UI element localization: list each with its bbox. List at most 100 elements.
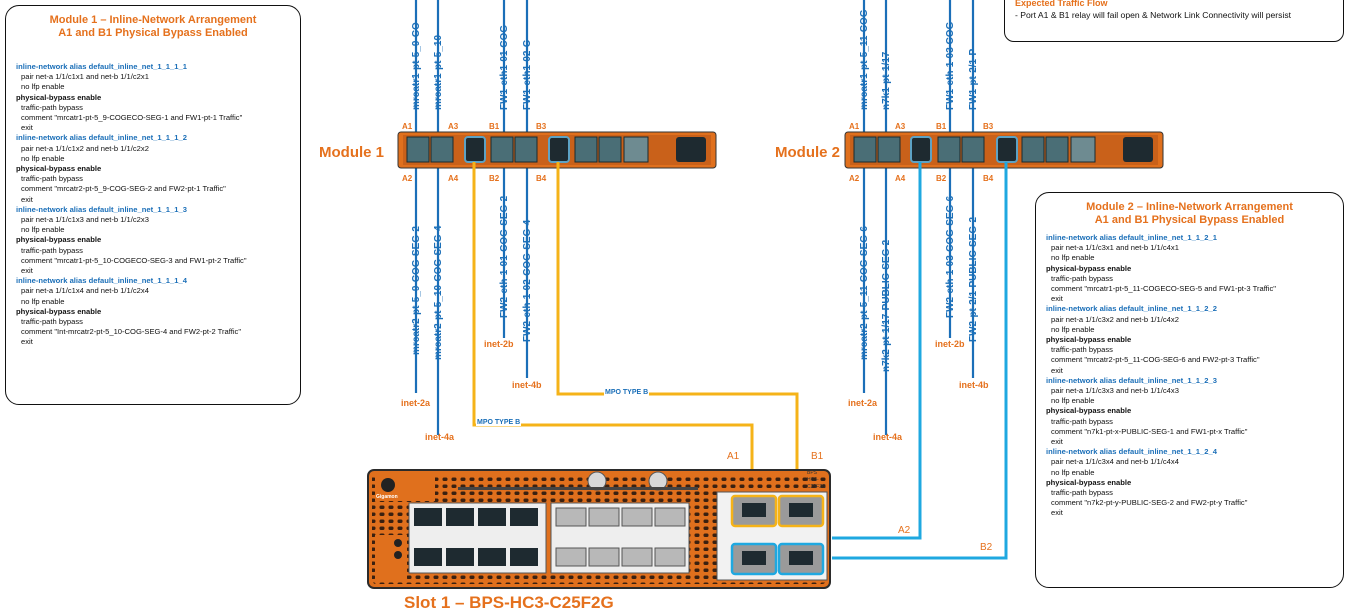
config-line-pair: pair net-a 1/1/c1x2 and net-b 1/1/c2x2 [21, 143, 149, 153]
config-line-comment: comment "mrcatr1-pt-5_9-COGECO-SEG-1 and… [21, 113, 243, 123]
mpo-label-2: MPO TYPE B [604, 389, 650, 396]
m1-port-b3: B3 [536, 122, 547, 131]
m1-inet-4b: inet-4b [512, 380, 542, 390]
config-line-comment: comment "n7k2-pt-y-PUBLIC-SEG-2 and FW2-… [1051, 498, 1248, 508]
config-line-exit: exit [1051, 294, 1063, 304]
m2-inet-2b: inet-2b [935, 339, 965, 349]
module2-config-title: Module 2 – Inline-Network Arrangement A1… [1086, 201, 1293, 226]
config-line-alias: inline-network alias default_inline_net_… [16, 204, 187, 214]
config-line-traffic: traffic-path bypass [1051, 488, 1113, 498]
config-line-lfp: no lfp enable [21, 225, 65, 235]
m2-top-label-4: FW1-pt-2/1-P [968, 48, 979, 110]
config-line-comment: comment "mrcatr1-pt-5_10-COGECO-SEG-3 an… [21, 255, 247, 265]
m2-inet-2a: inet-2a [848, 398, 878, 408]
config-line-alias: inline-network alias default_inline_net_… [16, 276, 187, 286]
config-line-exit: exit [1051, 437, 1063, 447]
cable-label-b1: B1 [811, 451, 824, 462]
chassis-brand: Gigamon [376, 494, 398, 500]
traffic-flow-box: Expected Traffic Flow - Port A1 & B1 rel… [1004, 0, 1344, 42]
config-line-traffic: traffic-path bypass [21, 317, 83, 327]
config-line-comment: comment "mrcatr2-pt-5_9-COG-SEG-2 and FW… [21, 184, 226, 194]
m2-bottom-label-1: mrcatr2-pt-5_11-COG-SEG-6 [859, 226, 870, 360]
m1-top-label-4: FW1-eth1-02-C [522, 39, 533, 110]
config-line-bypass: physical-bypass enable [16, 164, 102, 174]
m2-port-b4: B4 [983, 174, 994, 183]
module2-config-text: inline-network alias default_inline_net_… [1046, 233, 1333, 519]
config-line-traffic: traffic-path bypass [21, 174, 83, 184]
chassis [367, 469, 831, 589]
m2-port-a3: A3 [895, 122, 906, 131]
config-line-lfp: no lfp enable [1051, 253, 1095, 263]
cable-label-a1: A1 [727, 451, 740, 462]
config-line-bypass: physical-bypass enable [1046, 477, 1132, 487]
config-line-alias: inline-network alias default_inline_net_… [1046, 375, 1217, 385]
config-line-comment: comment "mrcatr2-pt-5_11-COG-SEG-6 and F… [1051, 355, 1260, 365]
config-line-exit: exit [1051, 508, 1063, 518]
config-line-bypass: physical-bypass enable [1046, 335, 1132, 345]
m2-bottom-label-4: FW2-pt-2/1-PUBLIC-SEG-2 [968, 217, 979, 342]
config-line-exit: exit [21, 337, 33, 347]
m2-inet-4a: inet-4a [873, 432, 903, 442]
module1-config-text: inline-network alias default_inline_net_… [16, 62, 290, 348]
m1-inet-4a: inet-4a [425, 432, 455, 442]
m1-top-label-1: mrcatr1-pt-5_9-CO [411, 22, 422, 110]
config-line-traffic: traffic-path bypass [1051, 416, 1113, 426]
m1-port-b4: B4 [536, 174, 547, 183]
config-line-pair: pair net-a 1/1/c1x3 and net-b 1/1/c2x3 [21, 215, 149, 225]
m2-port-a1: A1 [849, 122, 860, 131]
config-line-lfp: no lfp enable [1051, 324, 1095, 334]
config-line-comment: comment "mrcatr1-pt-5_11-COGECO-SEG-5 an… [1051, 284, 1276, 294]
config-line-pair: pair net-a 1/1/c3x2 and net-b 1/1/c4x2 [1051, 314, 1179, 324]
config-line-traffic: traffic-path bypass [1051, 273, 1113, 283]
config-line-comment: comment "Int-mrcatr2-pt-5_10-COG-SEG-4 a… [21, 327, 242, 337]
config-line-exit: exit [1051, 365, 1063, 375]
m2-bottom-label-2: n7k2-pt-1/17-PUBLIC-SEG-2 [881, 239, 892, 372]
config-line-exit: exit [21, 266, 33, 276]
m1-top-label-3: FW1-eth1-01 COG [499, 24, 510, 110]
config-line-pair: pair net-a 1/1/c1x4 and net-b 1/1/c2x4 [21, 286, 149, 296]
mpo-label-1: MPO TYPE B [476, 419, 522, 426]
m1-bottom-label-2: mrcatr2-pt-5_10-COG-SEG-4 [433, 225, 444, 360]
config-line-bypass: physical-bypass enable [16, 235, 102, 245]
config-line-traffic: traffic-path bypass [21, 245, 83, 255]
config-line-exit: exit [21, 123, 33, 133]
config-line-pair: pair net-a 1/1/c3x3 and net-b 1/1/c4x3 [1051, 386, 1179, 396]
m1-inet-2b: inet-2b [484, 339, 514, 349]
config-line-pair: pair net-a 1/1/c1x1 and net-b 1/1/c2x1 [21, 72, 149, 82]
module2-panel [844, 131, 1164, 169]
m2-top-label-1: mrcatr1-pt-5_11-COG [859, 9, 870, 110]
config-line-lfp: no lfp enable [21, 296, 65, 306]
blue-cables [832, 162, 1008, 560]
chassis-model: BPS HC3- C25F2G [807, 470, 826, 490]
module1-config-box: Module 1 – Inline-Network Arrangement A1… [5, 5, 301, 405]
module2-config-box: Module 2 – Inline-Network Arrangement A1… [1035, 192, 1344, 588]
module2-label: Module 2 [775, 144, 841, 161]
module1-label: Module 1 [319, 144, 385, 161]
config-line-pair: pair net-a 1/1/c3x1 and net-b 1/1/c4x1 [1051, 243, 1179, 253]
m2-port-a4: A4 [895, 174, 906, 183]
m2-port-a2: A2 [849, 174, 860, 183]
config-line-alias: inline-network alias default_inline_net_… [16, 133, 187, 143]
config-line-bypass: physical-bypass enable [16, 306, 102, 316]
m1-port-a4: A4 [448, 174, 459, 183]
traffic-flow-title: Expected Traffic Flow [1015, 0, 1108, 8]
config-line-lfp: no lfp enable [21, 82, 65, 92]
m1-bottom-label-1: mrcatr2-pt-5_9-COG-SEG-2 [411, 226, 422, 355]
cable-label-a2: A2 [898, 525, 911, 536]
config-line-alias: inline-network alias default_inline_net_… [1046, 233, 1217, 242]
m2-inet-4b: inet-4b [959, 380, 989, 390]
m2-port-b3: B3 [983, 122, 994, 131]
config-line-comment: comment "n7k1-pt-x-PUBLIC-SEG-1 and FW1-… [1051, 426, 1248, 436]
config-line-pair: pair net-a 1/1/c3x4 and net-b 1/1/c4x4 [1051, 457, 1179, 467]
config-line-bypass: physical-bypass enable [16, 92, 102, 102]
config-line-traffic: traffic-path bypass [21, 102, 83, 112]
config-line-alias: inline-network alias default_inline_net_… [1046, 304, 1217, 314]
m1-port-b1: B1 [489, 122, 500, 131]
m2-top-label-3: FW1-eth-1-03 COG [945, 21, 956, 110]
m1-port-a3: A3 [448, 122, 459, 131]
traffic-flow-line: - Port A1 & B1 relay will fail open & Ne… [1015, 10, 1292, 20]
m1-inet-2a: inet-2a [401, 398, 431, 408]
module1-panel [397, 131, 717, 169]
m2-top-label-2: n7k1-pt-1/17- [881, 48, 892, 110]
config-line-alias: inline-network alias default_inline_net_… [16, 62, 187, 71]
